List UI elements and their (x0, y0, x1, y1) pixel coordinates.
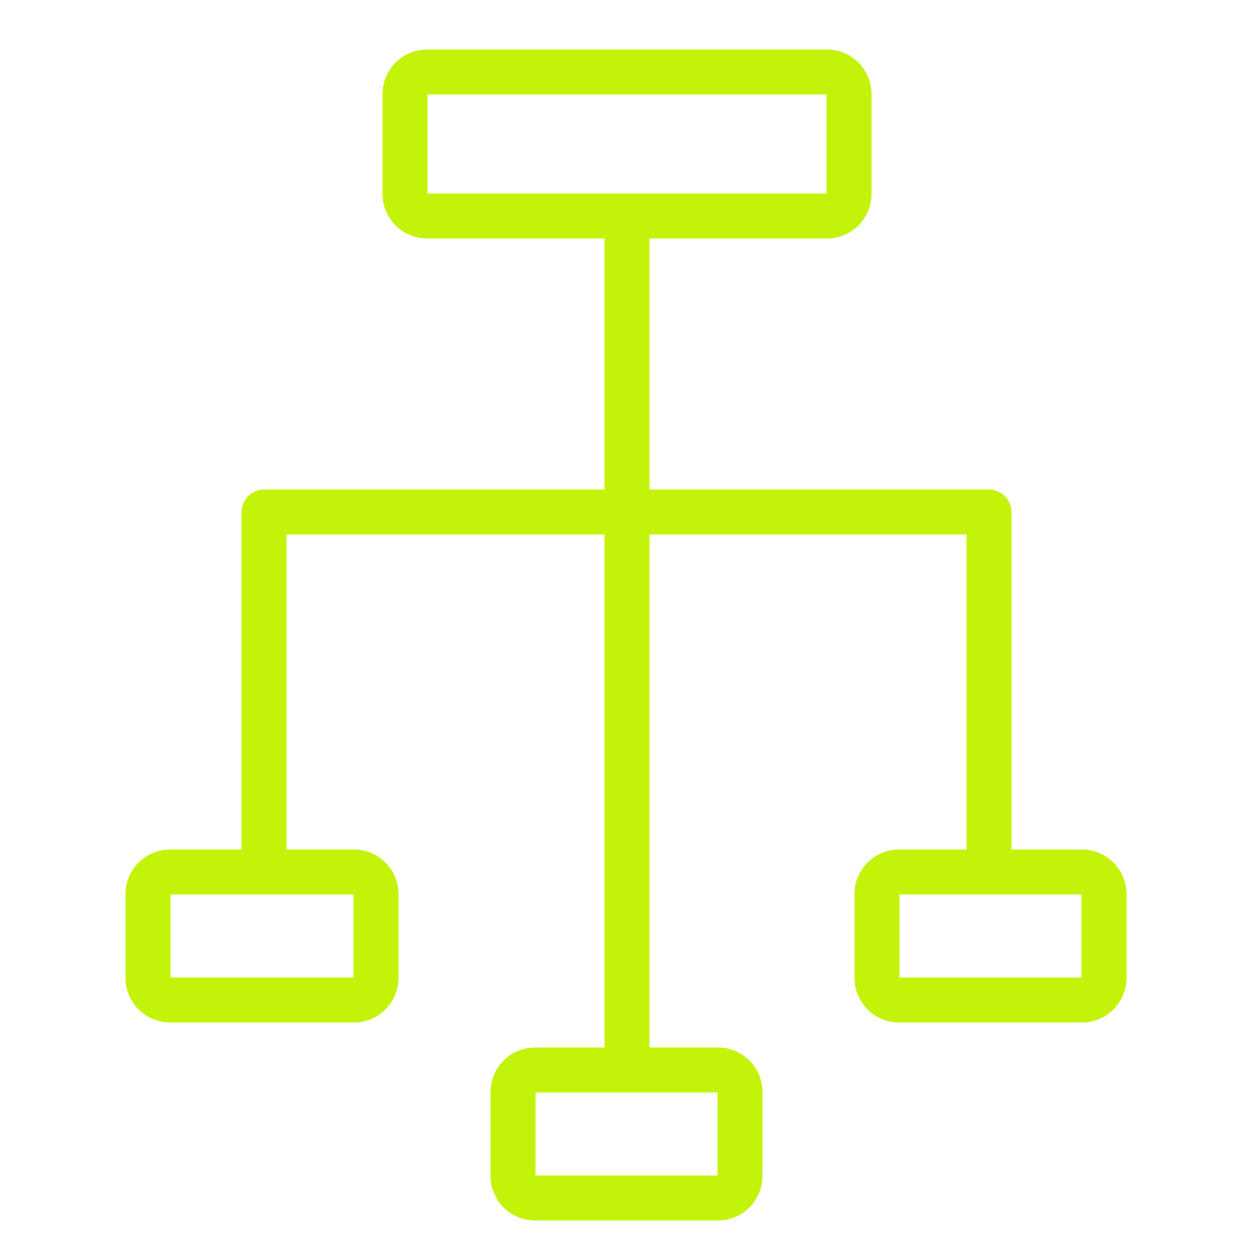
node-center-child (490, 1047, 763, 1221)
edge-root-to-side-children (241, 489, 1012, 853)
node-left-child (125, 849, 399, 1023)
node-boxes (125, 49, 1127, 1221)
connectors (241, 235, 1012, 1052)
node-right-child (854, 849, 1127, 1023)
node-root (382, 49, 872, 239)
